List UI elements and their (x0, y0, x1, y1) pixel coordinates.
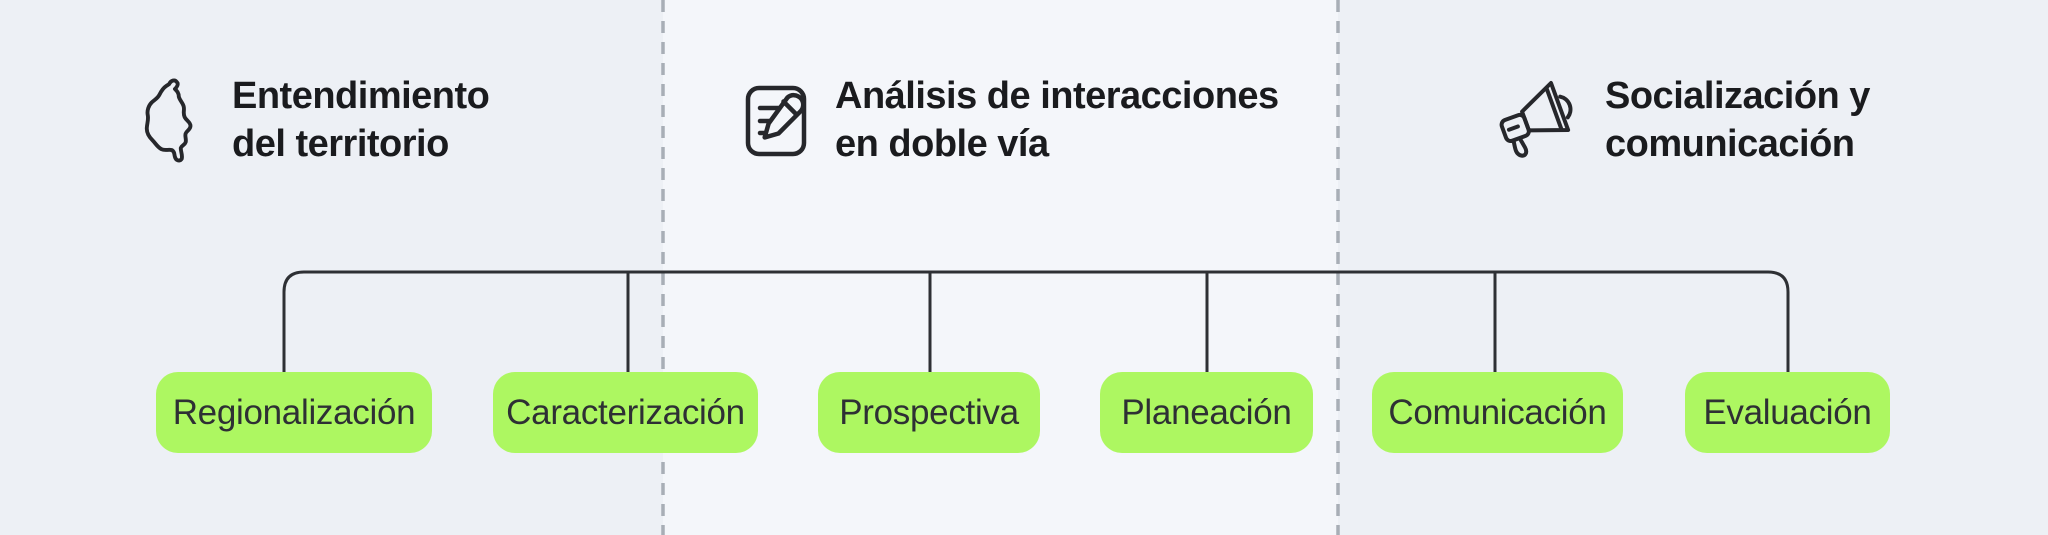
section-title-line: del territorio (232, 123, 449, 165)
section-title-line: Entendimiento (232, 75, 490, 117)
section-title-line: Socialización y (1605, 75, 1870, 117)
node-caracterizacion: Caracterización (493, 372, 758, 453)
section-title-line: Análisis de interacciones (835, 75, 1279, 117)
node-planeacion: Planeación (1100, 372, 1313, 453)
connector-tree (282, 270, 1790, 376)
section-header-socializacion-y-comunicacion: Socialización y comunicación (1495, 64, 1870, 176)
node-regionalizacion: Regionalización (156, 372, 432, 453)
section-title-line: comunicación (1605, 123, 1855, 165)
node-prospectiva: Prospectiva (818, 372, 1040, 453)
section-title-line: en doble vía (835, 123, 1049, 165)
colombia-map-icon (144, 78, 193, 163)
section-header-entendimiento-del-territorio: Entendimiento del territorio (140, 64, 490, 176)
megaphone-icon (1499, 81, 1573, 158)
document-edit-icon (745, 85, 807, 157)
section-header-analisis-de-interacciones: Análisis de interacciones en doble vía (745, 64, 1279, 176)
node-comunicacion: Comunicación (1372, 372, 1623, 453)
node-evaluacion: Evaluación (1685, 372, 1890, 453)
